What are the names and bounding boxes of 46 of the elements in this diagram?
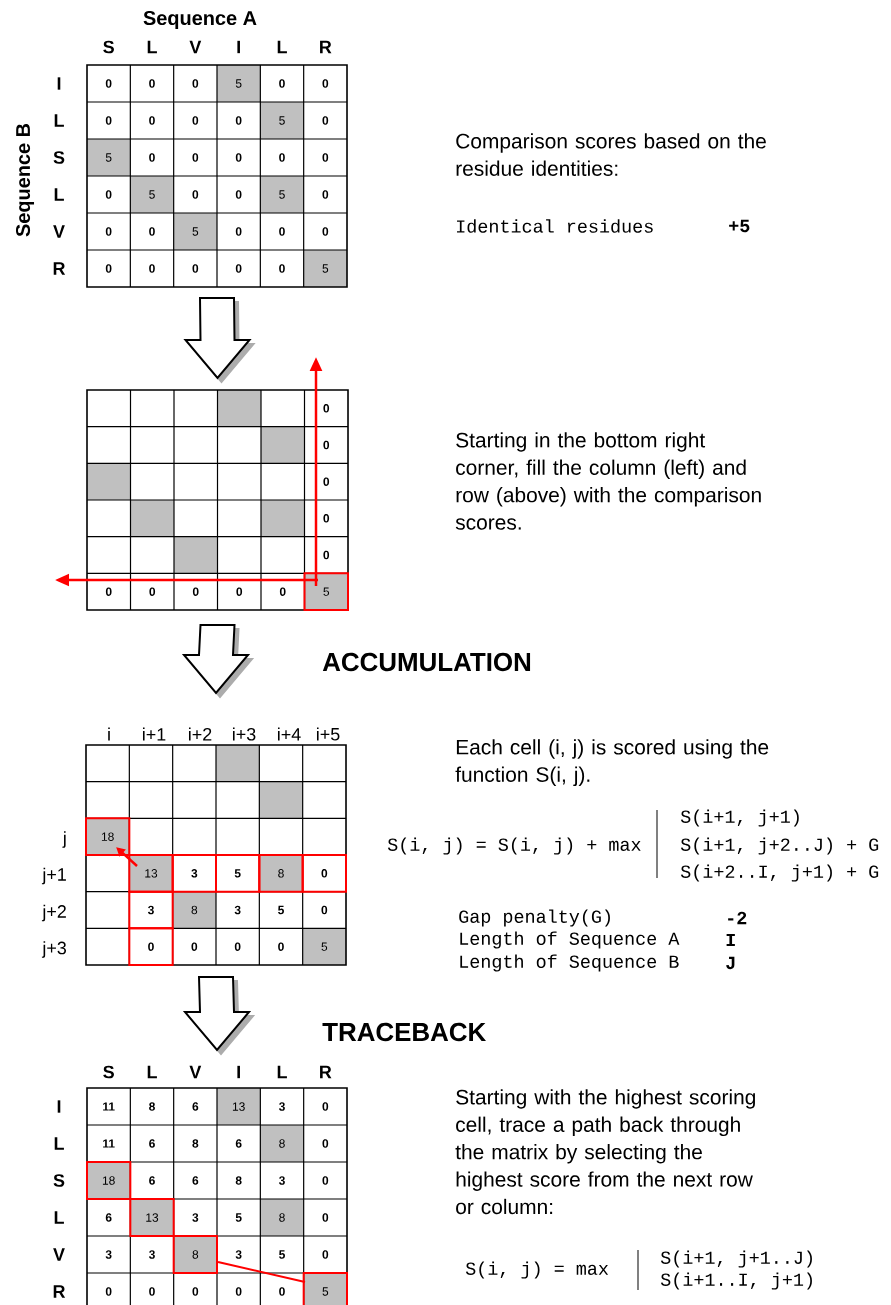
axis-title: Sequence A <box>143 11 257 30</box>
description-text: Starting with the highest scoring cell, trace a path back through the matrix by selecting the highest score from the next row or column: <box>455 1089 755 1215</box>
index-label: j+1 <box>41 867 66 885</box>
formula-text: S(i+2..I, j+1) + G <box>680 864 879 882</box>
residue-label: R <box>53 262 66 275</box>
parameter-value: +5 <box>729 219 750 233</box>
parameter-value: J <box>726 956 735 970</box>
index-label: j <box>62 831 66 848</box>
formula-text: S(i, j) = max <box>465 1261 609 1279</box>
score-matrix: 11 8 6 13 3 0 11 6 8 6 8 0 18 6 6 8 3 0 6 13 3 5 8 0 3 3 8 3 5 0 0 0 0 0 0 5 <box>86 1087 348 1305</box>
residue-label: V <box>53 1248 65 1261</box>
residue-label: R <box>53 1285 66 1298</box>
score-matrix: 18 13 3 5 8 0 3 8 3 5 0 0 0 0 0 5 <box>85 744 347 966</box>
step-heading: TRACEBACK <box>322 1022 486 1042</box>
parameter-text: Length of Sequence A <box>460 931 680 949</box>
residue-label: V <box>53 225 65 238</box>
residue-label: S <box>53 1174 65 1187</box>
parameter-value: I <box>726 933 735 947</box>
residue-label: I <box>57 77 61 90</box>
parameter-text: Gap penalty(G) <box>459 909 610 927</box>
formula-text: S(i+1, j+2..J) + G <box>680 837 879 855</box>
parameter-text: Identical residues <box>457 219 653 233</box>
description-text: Comparison scores based on the residue identities: <box>456 133 766 176</box>
description-text: Starting in the bottom right corner, fill the column (left) and row (above) with the comparison scores. <box>455 432 761 530</box>
score-matrix: 0 0 0 0 0 0 0 0 0 0 5 <box>86 389 349 611</box>
step-heading: ACCUMULATION <box>322 652 531 672</box>
block-arrow <box>182 976 256 1056</box>
score-matrix: 0 0 0 5 0 0 0 0 0 0 5 0 5 0 0 0 0 0 0 5 0 0 5 0 0 0 5 0 0 0 0 0 0 0 0 5 <box>86 64 348 288</box>
block-arrow <box>181 624 255 699</box>
residue-label: L <box>54 114 64 127</box>
parameter-text: Length of Sequence B <box>460 954 679 972</box>
residue-label: I <box>57 1100 61 1113</box>
axis-title: Sequence B <box>16 123 35 237</box>
index-label: j+3 <box>41 941 66 958</box>
formula-text: S(i, j) = S(i, j) + max <box>387 837 641 855</box>
description-text: Each cell (i, j) is scored using the function S(i, j). <box>455 739 769 787</box>
residue-label: L <box>54 1211 64 1224</box>
formula-text: S(i+1, j+1) <box>680 809 799 827</box>
formula-text: S(i+1..I, j+1) <box>660 1272 812 1290</box>
residue-label: L <box>54 1137 64 1150</box>
index-label: j+2 <box>41 904 66 922</box>
parameter-value: -2 <box>728 911 747 925</box>
block-arrow <box>183 297 256 384</box>
residue-label: L <box>54 188 64 201</box>
formula-text: S(i+1, j+1..J) <box>660 1250 812 1268</box>
residue-label: S <box>53 151 65 164</box>
